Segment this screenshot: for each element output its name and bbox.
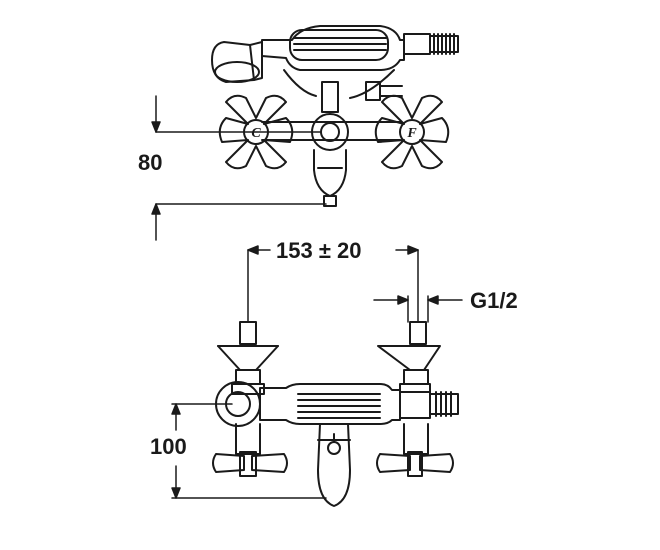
top-body [262,70,402,206]
dimension-100-label: 100 [150,434,187,459]
dimension-g12-label: G1/2 [470,288,518,313]
dimension-80-lines [152,96,326,240]
dimension-153-label: 153 ± 20 [276,238,362,263]
dimension-100-lines [172,404,326,498]
hot-handle-top [376,96,449,169]
dimension-153-lines [248,246,418,322]
cold-handle-front [213,452,287,476]
inlet-right [378,322,440,384]
top-view [212,26,458,206]
hot-handle-mark: F [406,126,417,141]
dimension-80-label: 80 [138,150,163,175]
valve-stems [232,384,430,454]
cold-handle-mark: C [251,126,261,141]
dimension-g12-lines [374,296,462,322]
front-view [213,322,458,506]
shower-handle [262,26,430,70]
shower-head [212,42,262,82]
hot-handle-front [377,452,453,476]
front-body [216,382,458,506]
shower-hose [430,34,458,54]
inlet-left [218,322,278,384]
